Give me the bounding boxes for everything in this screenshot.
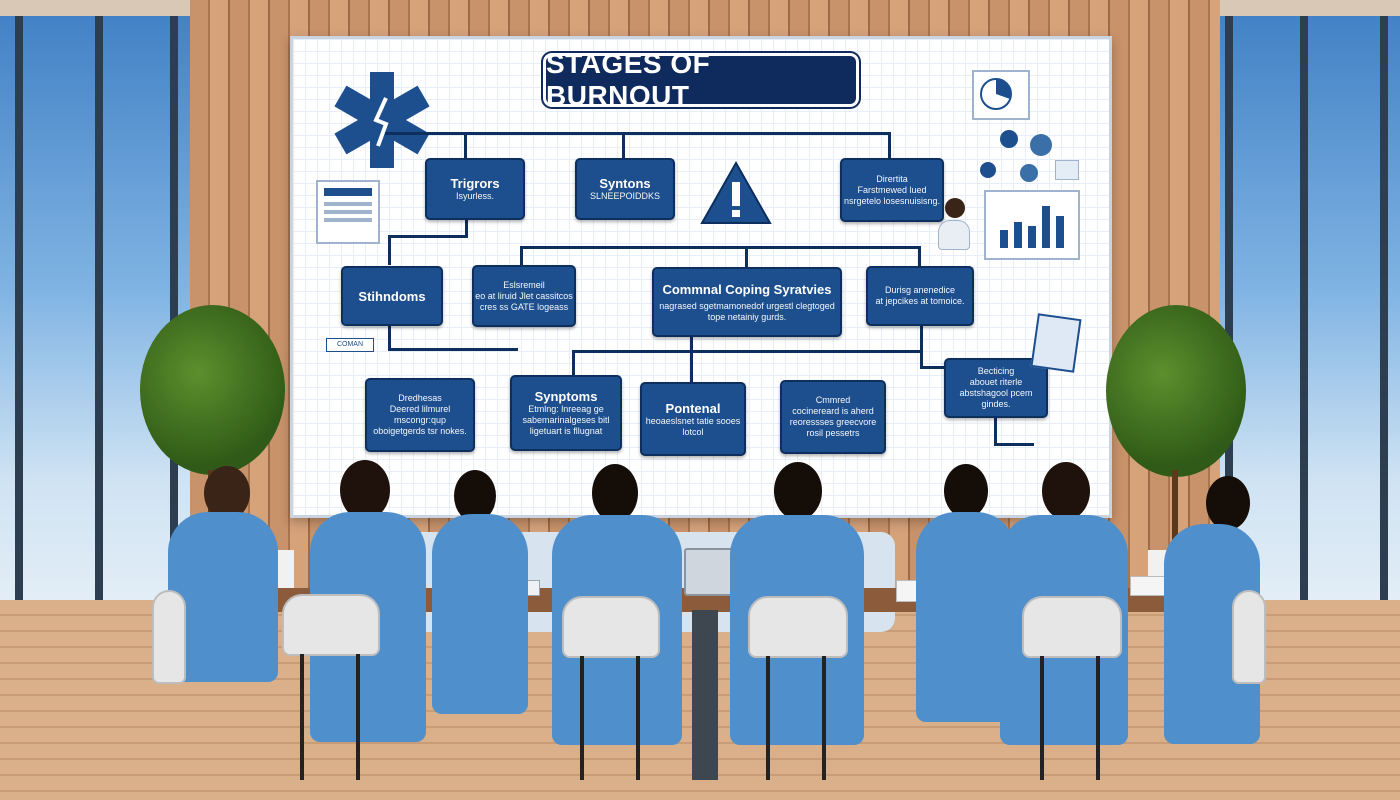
node-triggers: Trigrors Isyurless.: [425, 158, 525, 220]
chair: [282, 594, 380, 656]
connector-line: [994, 443, 1034, 446]
doctor-illustration: [938, 198, 972, 250]
node-text: Etmlng: lnreeag ge sabemarinalgeses bitl…: [522, 404, 610, 436]
connector-line: [622, 132, 625, 160]
node-heading: Synptoms: [534, 389, 598, 404]
chair-legs: [580, 656, 584, 780]
node-heading: Eslsremeil: [503, 279, 545, 290]
connector-line: [888, 132, 891, 160]
person-head: [944, 464, 988, 518]
node-heading: Stihndoms: [358, 288, 426, 304]
poster-title: STAGES OF BURNOUT: [546, 48, 856, 111]
person-scrubs: [168, 512, 278, 682]
node-heading: Trigrors: [450, 176, 500, 191]
star-of-life-icon: [330, 68, 434, 172]
connector-line: [572, 350, 922, 353]
chair: [1232, 590, 1266, 684]
connector-line: [388, 235, 391, 265]
node-text: Deered lilmurel mscongr:qup oboigetgerds…: [373, 404, 467, 436]
node-heading: Commnal Coping Syratvies: [662, 281, 832, 297]
left-window-frame: [15, 0, 23, 640]
node-heading: Dredhesas: [398, 393, 442, 403]
node-text: abouet riterle abstshagool pcem gindes.: [959, 377, 1033, 409]
connector-line: [388, 320, 391, 350]
chair: [748, 596, 848, 658]
document-icon: [316, 180, 380, 244]
right-window-frame: [1225, 0, 1233, 640]
chair-legs: [766, 656, 770, 780]
chair-legs: [356, 654, 360, 780]
connector-line: [920, 366, 950, 369]
chair: [1022, 596, 1122, 658]
side-label: COMAN: [326, 338, 374, 352]
node-stihndoms: Stihndoms: [341, 266, 443, 326]
node-text: SLNEEPOIDDKS: [589, 191, 661, 201]
node-text: cocinereard is aherd reoressses greecvor…: [789, 406, 877, 438]
node-heading: Durisg anenedice: [884, 285, 956, 295]
node-text: at jepcikes at tomoice.: [875, 296, 965, 306]
medical-icons-cluster: [940, 120, 1080, 190]
person-head: [340, 460, 390, 520]
connector-line: [385, 132, 890, 135]
chair: [152, 590, 186, 684]
connector-line: [464, 132, 467, 160]
person-head: [1042, 462, 1090, 520]
node-text: heoaeslsnet tatie sooes lotcol: [645, 415, 741, 437]
chair-legs: [300, 654, 304, 780]
node-heading: Syntons: [599, 176, 651, 191]
pie-chart-icon: [972, 70, 1030, 120]
node-symptoms-bottom: Synptoms Etmlng: lnreeag ge sabemarinalg…: [510, 375, 622, 451]
left-plant: [140, 305, 285, 475]
node-bottom-right: Becticing abouet riterle abstshagool pce…: [944, 358, 1048, 418]
node-heading: Dirertita: [876, 173, 908, 184]
person-head: [592, 464, 638, 522]
node-heading: Pontenal: [665, 400, 721, 416]
person-head: [204, 466, 250, 520]
node-potential: Pontenal heoaeslsnet tatie sooes lotcol: [640, 382, 746, 456]
node-symptoms-top: Syntons SLNEEPOIDDKS: [575, 158, 675, 220]
table-leg: [692, 610, 718, 780]
right-window-frame: [1380, 0, 1388, 640]
chair-legs: [1096, 656, 1100, 780]
chair-legs: [636, 656, 640, 780]
connector-line: [745, 246, 748, 268]
node-text: Farstmewed lued nsrgetelo losesnuisisng.: [843, 184, 941, 206]
node-text: nagrased sgetmamonedof urgestl clegtoged…: [659, 300, 835, 322]
node-text: Isyurless.: [455, 191, 494, 201]
node-heading: Becticing: [977, 366, 1015, 376]
person-scrubs: [432, 514, 528, 714]
node-text: eo at liruid Jlet cassitcos cres ss GATE…: [475, 290, 573, 312]
person-head: [454, 470, 496, 522]
node-coping-strategies: Commnal Coping Syratvies nagrased sgetma…: [652, 267, 842, 337]
chair-legs: [822, 656, 826, 780]
right-window-frame: [1300, 0, 1308, 640]
person-head: [774, 462, 822, 520]
chair: [562, 596, 660, 658]
connector-line: [520, 246, 523, 266]
connector-line: [690, 333, 693, 383]
connector-line: [465, 215, 468, 237]
node-right-middle: Durisg anenedice at jepcikes at tomoice.: [866, 266, 974, 326]
clipboard-icon: [1030, 313, 1082, 373]
left-window-frame: [95, 0, 103, 640]
node-bottom-left: Dredhesas Deered lilmurel mscongr:qup ob…: [365, 378, 475, 452]
bar-chart-icon: [984, 190, 1080, 260]
node-second: Eslsremeil eo at liruid Jlet cassitcos c…: [472, 265, 576, 327]
person-head: [1206, 476, 1250, 530]
person-scrubs: [916, 512, 1016, 722]
connector-line: [994, 405, 997, 445]
connector-line: [388, 235, 468, 238]
connector-line: [918, 246, 921, 266]
node-heading: Cmmred: [815, 395, 851, 405]
warning-icon: [700, 160, 772, 226]
connector-line: [388, 348, 518, 351]
node-bottom-center: Cmmred cocinereard is aherd reoressses g…: [780, 380, 886, 454]
right-plant: [1106, 305, 1246, 477]
node-top-right: Dirertita Farstmewed lued nsrgetelo lose…: [840, 158, 944, 222]
right-plant-stem: [1172, 470, 1178, 560]
connector-line: [920, 322, 923, 367]
connector-line: [520, 246, 920, 249]
connector-line: [572, 350, 575, 376]
chair-legs: [1040, 656, 1044, 780]
